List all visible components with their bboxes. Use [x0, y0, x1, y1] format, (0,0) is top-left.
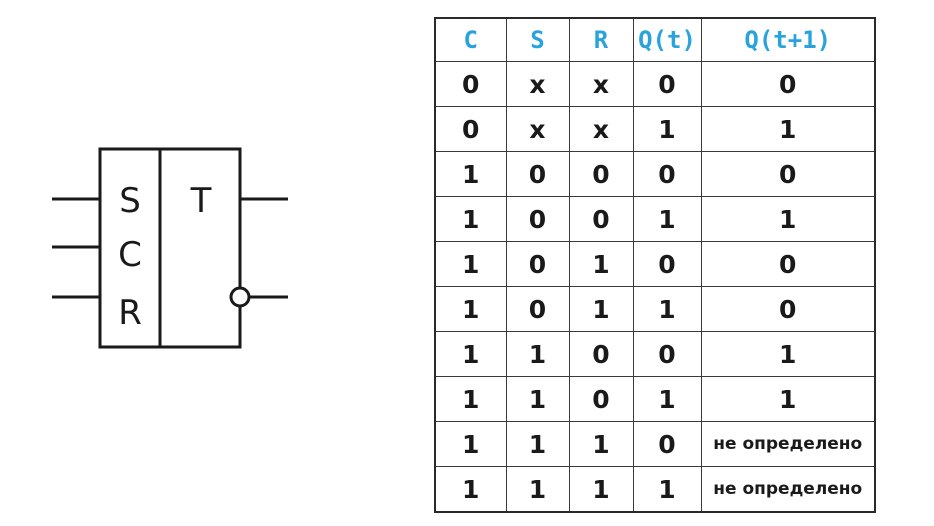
cell-q-t-plus-1: не определено: [700, 421, 876, 467]
cell-r: 0: [568, 151, 634, 197]
cell-r: 1: [568, 466, 634, 513]
cell-q-t: 1: [632, 466, 702, 513]
cell-q-t: 0: [632, 331, 702, 377]
cell-q-t-plus-1: 1: [700, 376, 876, 422]
cell-q-t: 1: [632, 376, 702, 422]
cell-q-t-plus-1: 0: [700, 241, 876, 287]
cell-s: x: [505, 106, 570, 152]
cell-c: 1: [434, 151, 507, 197]
cell-q-t-plus-1: 1: [700, 331, 876, 377]
cell-c: 0: [434, 61, 507, 107]
cell-q-t: 0: [632, 151, 702, 197]
cell-s: 0: [505, 286, 570, 332]
cell-s: 1: [505, 421, 570, 467]
cell-r: 1: [568, 421, 634, 467]
table-row: 0 x x 0 0: [434, 61, 876, 107]
input-label-r: R: [118, 293, 142, 333]
cell-s: 1: [505, 376, 570, 422]
header-r: R: [568, 17, 634, 62]
cell-s: 0: [505, 151, 570, 197]
input-label-s: S: [119, 181, 141, 221]
table-row: 1 0 1 0 0: [434, 241, 876, 287]
cell-s: 1: [505, 466, 570, 513]
header-s: S: [505, 17, 570, 62]
cell-q-t: 1: [632, 286, 702, 332]
cell-r: 0: [568, 331, 634, 377]
cell-c: 1: [434, 241, 507, 287]
cell-q-t: 0: [632, 61, 702, 107]
cell-q-t-plus-1: 1: [700, 196, 876, 242]
input-label-c: C: [118, 235, 142, 275]
cell-q-t: 0: [632, 241, 702, 287]
cell-q-t-plus-1: 0: [700, 151, 876, 197]
cell-r: 1: [568, 241, 634, 287]
table-row: 1 0 1 1 0: [434, 286, 876, 332]
table-row: 1 1 1 1 не определено: [434, 466, 876, 513]
cell-r: 1: [568, 286, 634, 332]
flip-flop-symbol: S C R T: [52, 147, 288, 349]
cell-q-t: 0: [632, 421, 702, 467]
table-row: 1 1 1 0 не определено: [434, 421, 876, 467]
cell-r: 0: [568, 376, 634, 422]
cell-q-t-plus-1: не определено: [700, 466, 876, 513]
table-row: 1 0 0 0 0: [434, 151, 876, 197]
header-q-t-plus-1: Q(t+1): [700, 17, 876, 62]
header-row: C S R Q(t) Q(t+1): [434, 17, 876, 62]
table-row: 1 0 0 1 1: [434, 196, 876, 242]
cell-q-t: 1: [632, 196, 702, 242]
cell-r: 0: [568, 196, 634, 242]
cell-q-t-plus-1: 1: [700, 106, 876, 152]
table-row: 1 1 0 0 1: [434, 331, 876, 377]
cell-c: 1: [434, 421, 507, 467]
cell-s: x: [505, 61, 570, 107]
cell-c: 1: [434, 196, 507, 242]
cell-q-t-plus-1: 0: [700, 286, 876, 332]
flip-flop-type-label: T: [190, 181, 212, 221]
cell-s: 1: [505, 331, 570, 377]
header-c: C: [434, 17, 507, 62]
cell-c: 0: [434, 106, 507, 152]
cell-c: 1: [434, 286, 507, 332]
truth-table: C S R Q(t) Q(t+1) 0 x x 0 0 0 x x 1 1 1 …: [434, 17, 876, 513]
cell-s: 0: [505, 241, 570, 287]
cell-c: 1: [434, 331, 507, 377]
inverted-output-bubble: [229, 286, 251, 308]
header-q-t: Q(t): [632, 17, 702, 62]
cell-c: 1: [434, 466, 507, 513]
table-row: 1 1 0 1 1: [434, 376, 876, 422]
cell-c: 1: [434, 376, 507, 422]
cell-q-t: 1: [632, 106, 702, 152]
table-row: 0 x x 1 1: [434, 106, 876, 152]
cell-q-t-plus-1: 0: [700, 61, 876, 107]
cell-s: 0: [505, 196, 570, 242]
cell-r: x: [568, 61, 634, 107]
cell-r: x: [568, 106, 634, 152]
